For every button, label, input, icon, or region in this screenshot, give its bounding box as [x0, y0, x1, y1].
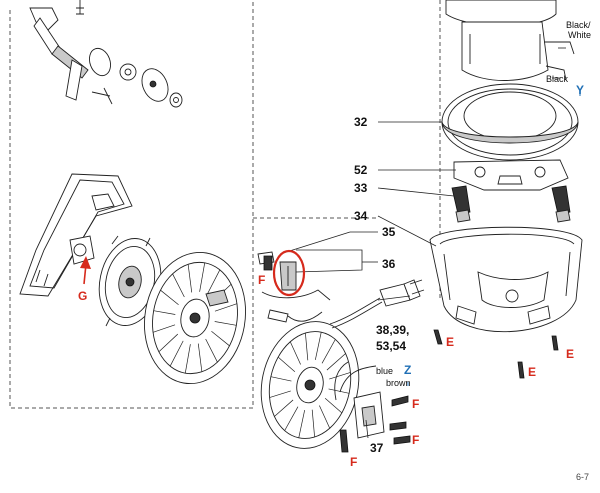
reel-spoke — [274, 399, 294, 417]
cord-reel-right — [260, 321, 360, 449]
wire-label-blue: blue — [376, 366, 393, 376]
reel-spoke — [305, 332, 309, 361]
wire-label-black-white-2: White — [568, 30, 591, 40]
page-number: 6-7 — [576, 472, 589, 482]
cord-reel-left — [143, 251, 247, 385]
letter-e-right: E — [566, 347, 574, 361]
leader-lines — [279, 47, 566, 439]
reel-spoke — [298, 410, 306, 438]
callout-38-39: 38,39, — [376, 323, 409, 337]
wire-label-black-white-1: Black/ — [566, 20, 591, 30]
reel-spoke — [326, 353, 346, 371]
callout-33: 33 — [354, 181, 368, 195]
letter-g: G — [78, 289, 87, 303]
bracket-plate — [453, 159, 569, 191]
reel-bracket — [19, 173, 133, 297]
callout-32: 32 — [354, 115, 368, 129]
wire-label-brown: brown — [386, 378, 411, 388]
reel-spoke — [158, 333, 179, 352]
reel-spoke — [211, 330, 230, 347]
reel-spoke — [187, 264, 193, 293]
letter-e-center: E — [528, 365, 536, 379]
reel-spoke — [328, 388, 350, 394]
reel-spoke — [270, 376, 292, 382]
power-cord-plug — [329, 279, 425, 329]
reel-spoke — [319, 405, 331, 429]
callout-53-54: 53,54 — [376, 339, 406, 353]
reel-spoke — [206, 269, 221, 296]
spring-hub-wheel — [98, 235, 162, 327]
letter-f-contact: F — [258, 273, 265, 287]
letter-y: Y — [576, 83, 584, 97]
letter-f-screw-3: F — [350, 455, 357, 469]
letter-z: Z — [404, 363, 411, 377]
callout-34: 34 — [354, 209, 368, 223]
cord-switch — [334, 361, 385, 439]
callout-52: 52 — [354, 163, 368, 177]
reel-spoke — [197, 343, 203, 372]
reel-spoke — [269, 390, 291, 398]
motor-housing — [445, 0, 575, 81]
reel-spoke — [329, 372, 351, 380]
reel-spoke — [153, 310, 176, 315]
screws-f — [263, 255, 411, 453]
reel-spoke — [214, 321, 237, 326]
yz-arrows — [407, 92, 581, 386]
wire-label-black: Black — [546, 74, 569, 84]
letter-f-screw-1: F — [412, 397, 419, 411]
reel-spoke — [277, 356, 296, 373]
reel-spoke — [172, 273, 185, 298]
g-arrow — [80, 256, 91, 285]
gasket-ring — [441, 83, 579, 161]
reel-spoke — [284, 406, 299, 431]
reel-spoke — [311, 409, 315, 438]
clips-33 — [451, 185, 571, 223]
reel-spoke — [199, 262, 206, 292]
dashed-group-borders — [9, 0, 441, 409]
reel-spoke — [184, 344, 191, 374]
callout-37: 37 — [370, 441, 384, 455]
letter-f-screw-2: F — [412, 433, 419, 447]
callout-36: 36 — [382, 257, 396, 271]
reel-spoke — [169, 340, 184, 367]
contact-brushes — [257, 251, 331, 323]
lower-housing — [429, 226, 583, 333]
reel-spoke — [324, 397, 343, 414]
screws-e — [433, 329, 559, 379]
callout-35: 35 — [382, 225, 396, 239]
latch-mechanism — [29, 0, 183, 108]
reel-spoke — [314, 332, 322, 360]
reel-spoke — [214, 303, 238, 312]
letter-e-left: E — [446, 335, 454, 349]
reel-spoke — [152, 324, 176, 333]
highlight-circle — [272, 249, 306, 297]
reel-spoke — [289, 341, 301, 365]
reel-spoke — [160, 289, 179, 306]
reel-spoke — [321, 339, 336, 364]
reel-spoke — [205, 338, 218, 363]
